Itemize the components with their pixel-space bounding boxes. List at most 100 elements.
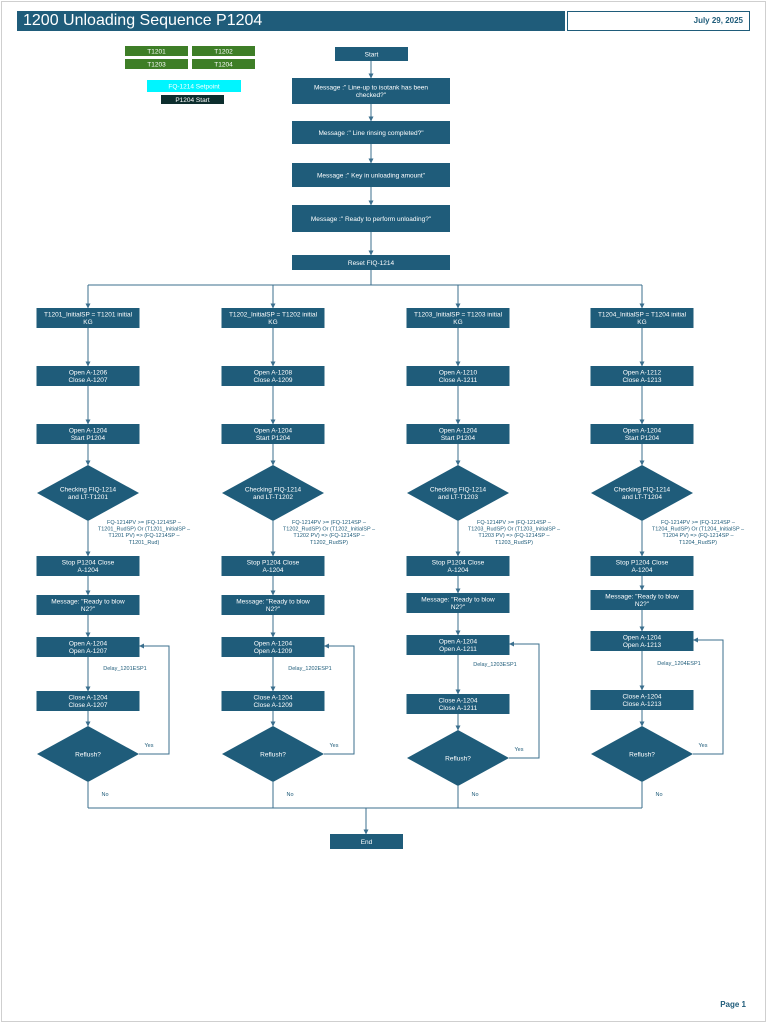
branch-4-reflush-diamond-label: Reflush? bbox=[629, 751, 655, 758]
message-box-3-label: Message :" Key in unloading amount" bbox=[317, 172, 426, 179]
branch-1-valves-box bbox=[36, 366, 140, 386]
branch-2-open-n2-box bbox=[221, 637, 325, 657]
branch-3-pump-box bbox=[406, 424, 510, 444]
branch-1-condition-label: FQ-1214PV >= (FQ-1214SP –T1201_RudSP) Or… bbox=[98, 520, 191, 546]
end-node bbox=[330, 834, 403, 849]
message-box-4 bbox=[292, 205, 450, 232]
branch-3-close-n2-box bbox=[406, 694, 510, 714]
branch-4-stop-box bbox=[590, 556, 694, 576]
legend-tank-t1204 bbox=[192, 59, 255, 69]
branch-3-no-label: No bbox=[471, 792, 478, 798]
branch-1-reflush-diamond bbox=[37, 726, 139, 782]
branch-3-open-n2-box bbox=[406, 635, 510, 655]
branch-4-connector-yes-loop bbox=[693, 637, 724, 755]
branch-3-valves-box bbox=[406, 366, 510, 386]
branch-2-blow-msg-box bbox=[221, 595, 325, 615]
branch-3-connector-yes-loop bbox=[509, 641, 540, 759]
connector-lines bbox=[85, 61, 724, 835]
branch-2-no-label: No bbox=[286, 792, 293, 798]
legend-tank-t1202-label: T1202 bbox=[214, 48, 233, 55]
message-box-2-label: Message :" Line rinsing completed?" bbox=[318, 130, 424, 137]
branch-4-yes-label: Yes bbox=[699, 743, 708, 749]
branch-2-condition-label: FQ-1214PV >= (FQ-1214SP –T1202_RudSP) Or… bbox=[283, 520, 376, 546]
branch-3-condition-label: FQ-1214PV >= (FQ-1214SP –T1203_RudSP) Or… bbox=[468, 520, 561, 546]
branch-2-reflush-diamond-label: Reflush? bbox=[260, 751, 286, 758]
message-box-1 bbox=[292, 78, 450, 104]
legend-tank-t1201 bbox=[125, 46, 188, 56]
branch-4-blow-msg-box bbox=[590, 590, 694, 610]
branch-4-delay-label: Delay_1204ESP1 bbox=[657, 661, 700, 667]
branch-4-init-box bbox=[590, 308, 694, 328]
branch-2-pump-box bbox=[221, 424, 325, 444]
legend-tank-t1201-label: T1201 bbox=[147, 48, 166, 55]
branch-3-reflush-diamond bbox=[407, 730, 509, 786]
legend-tank-t1203-label: T1203 bbox=[147, 61, 166, 68]
branch-1-close-n2-box bbox=[36, 691, 140, 711]
branch-3-blow-msg-box bbox=[406, 593, 510, 613]
flow-labels: FQ-1214PV >= (FQ-1214SP –T1201_RudSP) Or… bbox=[98, 520, 745, 798]
branch-1-pump-box bbox=[36, 424, 140, 444]
branch-2-check-diamond bbox=[222, 465, 324, 521]
message-box-4-label: Message :" Ready to perform unloading?" bbox=[311, 216, 432, 223]
branch-1-reflush-diamond-label: Reflush? bbox=[75, 751, 101, 758]
branch-3-check-diamond bbox=[407, 465, 509, 521]
branch-1-init-box bbox=[36, 308, 140, 328]
branch-2-connector-yes-loop bbox=[324, 643, 355, 755]
branch-4-condition-label: FQ-1214PV >= (FQ-1214SP –T1204_RudSP) Or… bbox=[652, 520, 745, 546]
start-node bbox=[335, 47, 408, 61]
legend-pump-start bbox=[161, 95, 224, 104]
branch-4-no-label: No bbox=[655, 792, 662, 798]
branch-3-stop-box bbox=[406, 556, 510, 576]
branch-4-close-n2-box bbox=[590, 690, 694, 710]
branch-3-init-box bbox=[406, 308, 510, 328]
start-node-label: Start bbox=[365, 51, 379, 58]
branch-2-init-box bbox=[221, 308, 325, 328]
reset-fiq-box bbox=[292, 255, 450, 270]
page-title: 1200 Unloading Sequence P1204 bbox=[17, 11, 565, 31]
legend-setpoint bbox=[147, 80, 241, 92]
branch-3-delay-label: Delay_1203ESP1 bbox=[473, 662, 516, 668]
reset-fiq-box-label: Reset FIQ-1214 bbox=[348, 260, 395, 267]
branch-1-yes-label: Yes bbox=[145, 743, 154, 749]
legend-tank-t1204-label: T1204 bbox=[214, 61, 233, 68]
page-number: Page 1 bbox=[720, 1000, 746, 1009]
branch-4-reflush-diamond bbox=[591, 726, 693, 782]
branch-2-yes-label: Yes bbox=[330, 743, 339, 749]
message-box-2 bbox=[292, 121, 450, 144]
branch-1-stop-box bbox=[36, 556, 140, 576]
branch-2-delay-label: Delay_1202ESP1 bbox=[288, 666, 331, 672]
branch-1-no-label: No bbox=[101, 792, 108, 798]
end-node-label: End bbox=[361, 839, 373, 846]
branch-1-delay-label: Delay_1201ESP1 bbox=[103, 666, 146, 672]
branch-1-check-diamond bbox=[37, 465, 139, 521]
